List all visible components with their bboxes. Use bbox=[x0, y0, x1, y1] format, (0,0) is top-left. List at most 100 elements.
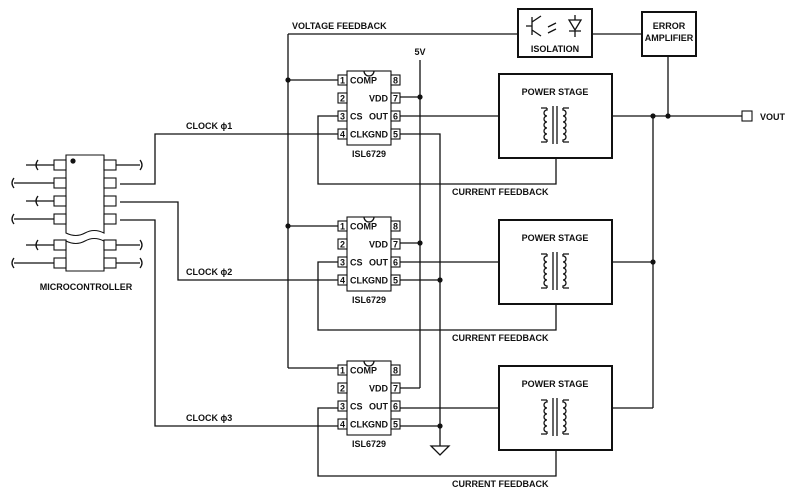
microcontroller-body-upper bbox=[65, 154, 105, 237]
pin-box bbox=[390, 364, 401, 376]
pin-name: VDD bbox=[369, 384, 389, 394]
pin-number: 2 bbox=[340, 94, 345, 104]
pin-box bbox=[390, 400, 401, 412]
clock-phase-2-label: CLOCK ϕ2 bbox=[186, 267, 232, 277]
pin-name: CS bbox=[350, 258, 363, 268]
pin-box bbox=[337, 238, 348, 250]
pin-number: 8 bbox=[393, 222, 398, 232]
pin-name: GND bbox=[368, 276, 389, 286]
power-stage-label: POWER STAGE bbox=[522, 87, 589, 97]
junction-dot bbox=[285, 77, 291, 83]
pin-name: OUT bbox=[369, 112, 389, 122]
ic-notch bbox=[363, 360, 375, 367]
pin-box bbox=[390, 92, 401, 104]
pin-box bbox=[337, 364, 348, 376]
power-stage-label: POWER STAGE bbox=[522, 379, 589, 389]
comp-connections bbox=[288, 79, 338, 369]
pin-box bbox=[390, 418, 401, 430]
5v-label: 5V bbox=[414, 47, 425, 57]
junction-dot bbox=[665, 113, 671, 119]
current-feedback-label-3: CURRENT FEEDBACK bbox=[452, 479, 549, 489]
pin1-marker bbox=[70, 158, 76, 164]
pin-number: 2 bbox=[340, 384, 345, 394]
power-stage-3: POWER STAGE bbox=[498, 365, 613, 451]
pin-name: COMP bbox=[350, 222, 377, 232]
ic-notch bbox=[363, 70, 375, 77]
ic-body bbox=[346, 216, 392, 292]
microcontroller-pin-leads bbox=[11, 159, 143, 269]
isl6729-ic-3: 1 2 3 4 8 7 6 5 COMP CS CLK VDD OUT GND … bbox=[337, 360, 401, 449]
pin-number: 6 bbox=[393, 402, 398, 412]
transformer-icon bbox=[541, 106, 569, 144]
pin-number: 7 bbox=[393, 94, 398, 104]
current-feedback-loop-3 bbox=[317, 407, 557, 477]
ic-part-label: ISL6729 bbox=[352, 149, 386, 159]
pin-name: CLK bbox=[350, 276, 369, 286]
pin-number: 3 bbox=[340, 402, 345, 412]
current-feedback-loop-2 bbox=[317, 261, 557, 331]
isl6729-ic-1: 1 2 3 4 8 7 6 5 COMP CS CLK VDD OUT GND … bbox=[337, 70, 401, 159]
wiring bbox=[120, 33, 742, 477]
ic-part-label: ISL6729 bbox=[352, 295, 386, 305]
pin-number: 1 bbox=[340, 366, 345, 376]
pin-number: 4 bbox=[340, 420, 345, 430]
power-stage-outputs bbox=[612, 261, 653, 409]
pin-box bbox=[337, 418, 348, 430]
microcontroller-label: MICROCONTROLLER bbox=[40, 282, 133, 292]
pin-name: CLK bbox=[350, 130, 369, 140]
vout-terminal bbox=[741, 110, 753, 122]
pin-name: GND bbox=[368, 130, 389, 140]
pin-name: CS bbox=[350, 112, 363, 122]
pin-box bbox=[390, 220, 401, 232]
pin-box bbox=[337, 92, 348, 104]
ic-notch bbox=[363, 216, 375, 223]
pin-number: 7 bbox=[393, 384, 398, 394]
pin-name: COMP bbox=[350, 366, 377, 376]
light-arrows-icon bbox=[547, 22, 557, 34]
error-amplifier-label-line2: AMPLIFIER bbox=[645, 33, 694, 43]
microcontroller: MICROCONTROLLER bbox=[11, 154, 143, 292]
power-stage-box bbox=[498, 219, 613, 305]
pin-number: 1 bbox=[340, 222, 345, 232]
current-feedback-label-1: CURRENT FEEDBACK bbox=[452, 187, 549, 197]
junction-dot bbox=[417, 240, 423, 246]
pin-box bbox=[390, 274, 401, 286]
junction-dots bbox=[285, 77, 671, 429]
phototransistor-icon bbox=[526, 15, 542, 37]
current-feedback-loop-1 bbox=[317, 115, 557, 185]
power-stage-1: POWER STAGE bbox=[498, 73, 613, 159]
junction-dot bbox=[417, 94, 423, 100]
microcontroller-right-pins bbox=[103, 159, 117, 269]
pin-name: CS bbox=[350, 402, 363, 412]
pin-number: 8 bbox=[393, 76, 398, 86]
ground-symbol bbox=[429, 445, 451, 456]
error-amplifier-block: ERROR AMPLIFIER bbox=[641, 11, 697, 57]
clock-phase-3-label: CLOCK ϕ3 bbox=[186, 413, 232, 423]
power-stage-2: POWER STAGE bbox=[498, 219, 613, 305]
junction-dot bbox=[285, 223, 291, 229]
pin-box bbox=[337, 220, 348, 232]
pin-box bbox=[337, 74, 348, 86]
pin-box bbox=[390, 238, 401, 250]
clock-phase-2-line bbox=[120, 201, 338, 281]
pin-number: 5 bbox=[393, 130, 398, 140]
pin-number: 5 bbox=[393, 276, 398, 286]
junction-dot bbox=[437, 277, 443, 283]
vdd-connections bbox=[400, 96, 420, 389]
pin-name: VDD bbox=[369, 240, 389, 250]
pin-box bbox=[390, 256, 401, 268]
power-stage-label: POWER STAGE bbox=[522, 233, 589, 243]
vout-label: VOUT bbox=[760, 112, 786, 122]
transformer-icon bbox=[541, 398, 569, 436]
pin-box bbox=[390, 110, 401, 122]
out-to-power-stage-lines bbox=[400, 115, 499, 409]
ic-body bbox=[346, 360, 392, 436]
error-amplifier-box bbox=[641, 11, 697, 57]
led-icon bbox=[567, 15, 583, 37]
pin-number: 6 bbox=[393, 258, 398, 268]
ic-part-label: ISL6729 bbox=[352, 439, 386, 449]
transformer-icon bbox=[541, 252, 569, 290]
junction-dot bbox=[650, 259, 656, 265]
gnd-connections bbox=[400, 279, 440, 427]
clock-phase-1-line bbox=[120, 133, 338, 185]
